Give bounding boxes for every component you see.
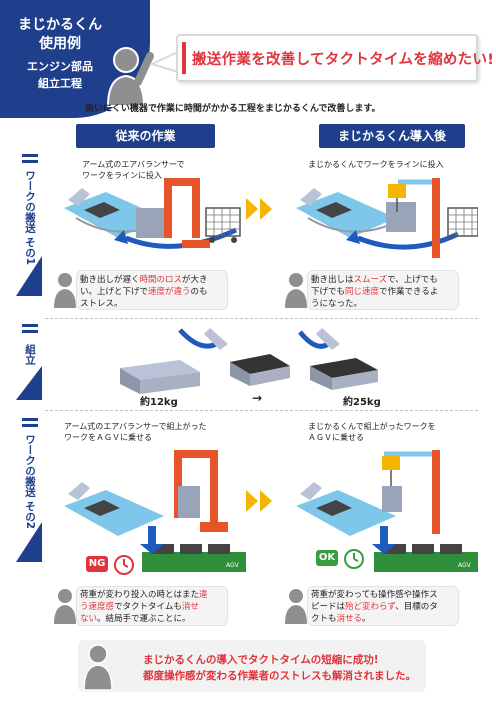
s3-after-illustration <box>296 450 478 572</box>
weight-after: 約25kg <box>343 397 381 408</box>
s1-after-note-text: 動き出しはスムーズで、上げでも下げでも同じ速度で作業できるようになった。 <box>311 275 439 309</box>
s3-after-caption-2: ＡＧＶに乗せる <box>308 433 364 442</box>
s3-before-caption-1: アーム式のエアバランサーで組上がった <box>64 422 207 431</box>
s1-before-note-text: 動き出しが遅く時間のロスが大きい。上げと下げで速度が違うのもストレス。 <box>80 275 208 309</box>
badge-line3: エンジン部品 <box>27 60 93 73</box>
headline-card: 搬送作業を改善してタクトタイムを縮めたい! <box>176 34 495 82</box>
worker-raising-hand-icon <box>106 47 154 107</box>
stopwatch-green-icon <box>344 549 364 569</box>
s3-progress-arrows <box>246 490 272 512</box>
worker-icon-happy <box>285 273 307 308</box>
assembly-illustration <box>120 328 378 394</box>
s3-after-note-text: 荷重が変わっても操作感や操作スピードは殆ど変わらず、目標のタクトも消せる。 <box>311 590 438 624</box>
s3-after-note <box>307 586 459 626</box>
s3-before-note <box>76 586 228 626</box>
conclusion-line2: 都度操作感が変わる作業者のストレスも解消されました。 <box>143 670 416 682</box>
s3-before-note-text: 荷重が変わり投入の時とはまた違う速度感でタクトタイムも消せない。結局手で運ぶこと… <box>80 590 208 624</box>
side-marker-1 <box>16 154 42 296</box>
weight-before: 約12kg <box>140 397 178 408</box>
side-label-3: ワークの搬送 その2 <box>24 434 36 529</box>
worker-icon-footer <box>83 644 113 691</box>
conclusion-box: まじかるくんの導入でタクトタイムの短縮に成功! 都度操作感が変わる作業者のストレ… <box>78 640 426 692</box>
side-marker-2 <box>16 324 42 400</box>
s3-before-caption-2: ワークをＡＧＶに乗せる <box>64 433 152 442</box>
s3-after-caption-1: まじかるくんで組上がったワークを <box>308 422 436 431</box>
conclusion-line1: まじかるくんの導入でタクトタイムの短縮に成功! <box>143 654 379 666</box>
divider-1 <box>45 318 478 319</box>
s3-before-agv-label: AGV <box>226 562 239 569</box>
column-after-heading: まじかるくん導入後 <box>319 124 465 148</box>
s1-before-illustration <box>64 178 241 249</box>
stopwatch-red-icon <box>114 555 134 575</box>
badge-line4: 組立工程 <box>38 77 82 90</box>
side-marker-3 <box>16 418 42 562</box>
intro-text: 扱いにくい機器で作業に時間がかかる工程をまじかるくんで改善します。 <box>85 104 381 114</box>
s1-after-illustration <box>296 178 478 258</box>
s1-after-caption: まじかるくんでワークをラインに投入 <box>308 160 444 169</box>
headline: 搬送作業を改善してタクトタイムを縮めたい! <box>192 52 495 68</box>
side-label-1: ワークの搬送 その1 <box>24 170 36 265</box>
s1-before-note <box>76 270 228 310</box>
s3-after-agv-label: AGV <box>458 562 471 569</box>
side-label-2: 組立 <box>24 344 36 365</box>
ng-badge: NG <box>86 556 108 572</box>
badge-line2: 使用例 <box>39 36 81 52</box>
s1-before-caption-1: アーム式のエアバランサーで <box>82 160 185 169</box>
column-before-heading: 従来の作業 <box>76 124 215 148</box>
s1-after-note <box>307 270 459 310</box>
badge-line1: まじかるくん <box>18 17 102 33</box>
ok-badge: OK <box>316 550 338 566</box>
s1-before-caption-2: ワークをラインに投入 <box>82 171 162 180</box>
worker-icon-happy-2 <box>285 589 307 624</box>
worker-icon-sad <box>54 273 76 308</box>
s3-before-illustration <box>64 450 246 572</box>
worker-icon-sad-2 <box>54 589 76 624</box>
divider-2 <box>45 410 478 411</box>
weight-arrow: → <box>252 391 263 405</box>
s1-progress-arrows <box>246 198 272 220</box>
